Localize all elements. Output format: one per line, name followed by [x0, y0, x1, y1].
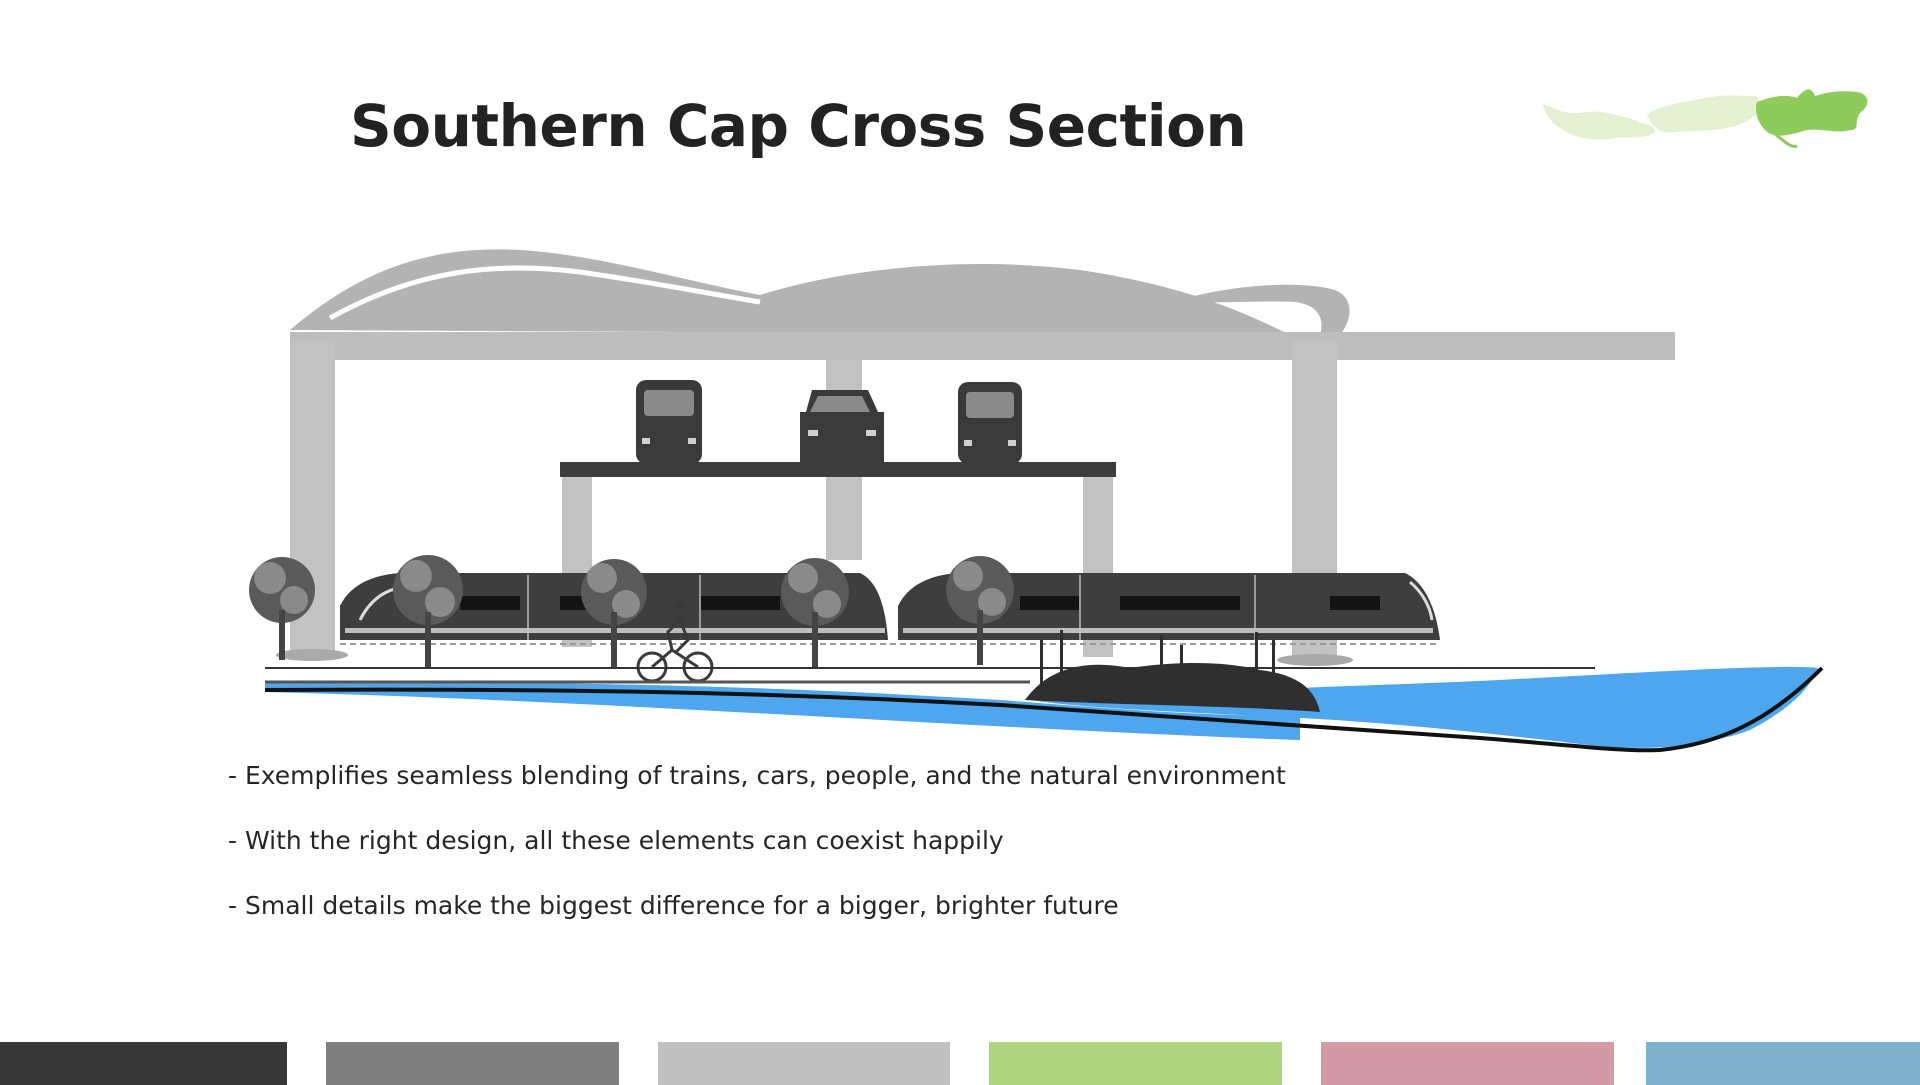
- bus-left: [636, 380, 702, 464]
- swatch-charcoal: [0, 1042, 287, 1085]
- swatch-green: [989, 1042, 1282, 1085]
- bullet-list: - Exemplifies seamless blending of train…: [228, 756, 1286, 951]
- tree-4: [781, 558, 849, 667]
- wetland-plants: [1025, 630, 1320, 712]
- bullet-item-2: - With the right design, all these eleme…: [228, 826, 1004, 855]
- ground-and-water: [264, 666, 1824, 753]
- swatch-light-gray: [658, 1042, 950, 1085]
- top-beam: [290, 332, 1675, 360]
- bus-right: [958, 382, 1022, 464]
- bullet-item-3: - Small details make the biggest differe…: [228, 891, 1119, 920]
- slide-title: Southern Cap Cross Section: [350, 92, 1247, 160]
- tree-1: [249, 557, 315, 660]
- canopy-roof: [290, 249, 1350, 335]
- tree-5: [946, 556, 1014, 665]
- map-silhouette-logo: [1543, 89, 1868, 148]
- bullet-item-1: - Exemplifies seamless blending of train…: [228, 761, 1286, 790]
- tree-2: [393, 555, 463, 667]
- swatch-pink: [1321, 1042, 1614, 1085]
- color-palette-footer: [0, 1042, 1920, 1085]
- swatch-gray: [326, 1042, 619, 1085]
- train-right: [898, 573, 1440, 640]
- car-center: [800, 390, 884, 462]
- elevated-road-deck: [560, 462, 1116, 477]
- tree-3: [581, 559, 647, 667]
- swatch-blue: [1646, 1042, 1920, 1085]
